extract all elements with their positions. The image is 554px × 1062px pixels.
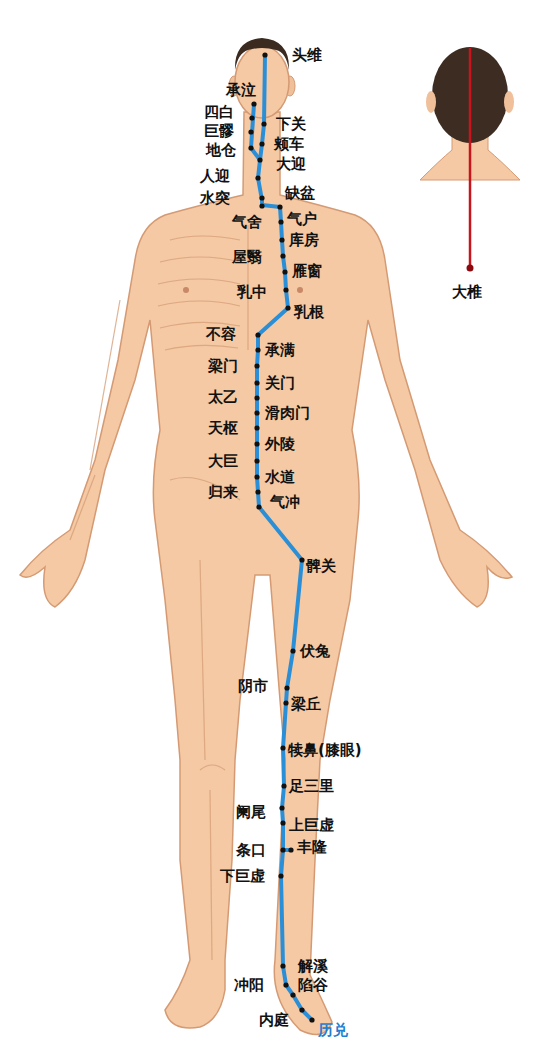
point-label: 梁门 [208, 356, 238, 376]
point-label: 内庭 [259, 1010, 289, 1030]
point-label: 缺盆 [285, 183, 315, 203]
point-label: 承泣 [226, 80, 256, 100]
point-label: 人迎 [200, 166, 230, 186]
point-label: 库房 [289, 230, 319, 250]
point-label: 头维 [292, 45, 322, 65]
point-label: 上巨虚 [289, 815, 334, 835]
point-label: 气舍 [232, 212, 262, 232]
point-label: 归来 [208, 482, 238, 502]
point-label: 大椎 [452, 282, 482, 302]
point-label: 颊车 [274, 134, 304, 154]
point-label: 地仓 [206, 140, 236, 160]
point-label: 乳中 [237, 282, 267, 302]
point-label: 太乙 [208, 387, 238, 407]
point-label: 屋翳 [232, 247, 262, 267]
point-label: 雁窗 [292, 261, 322, 281]
point-label: 髀关 [306, 556, 336, 576]
point-label: 丰隆 [297, 837, 327, 857]
point-label: 大迎 [276, 154, 306, 174]
point-label: 滑肉门 [265, 403, 310, 423]
point-label: 气冲 [270, 492, 300, 512]
point-label: 巨髎 [204, 121, 234, 141]
point-label: 气户 [287, 209, 317, 229]
point-label: 承满 [265, 340, 295, 360]
point-label: 犊鼻(膝眼) [288, 740, 362, 760]
point-label: 下关 [276, 114, 306, 134]
point-label: 外陵 [265, 434, 295, 454]
point-label: 关门 [265, 373, 295, 393]
point-label: 伏兔 [300, 641, 330, 661]
point-label: 冲阳 [234, 975, 264, 995]
point-label: 阑尾 [236, 802, 266, 822]
point-label: 陷谷 [298, 975, 328, 995]
point-label: 足三里 [289, 776, 334, 796]
point-label: 解溪 [298, 956, 328, 976]
point-label: 历兑 [318, 1020, 348, 1040]
point-label: 条口 [236, 840, 266, 860]
point-label: 下巨虚 [220, 866, 265, 886]
point-label: 水突 [200, 188, 230, 208]
point-label: 四白 [204, 102, 234, 122]
point-label: 不容 [206, 324, 236, 344]
point-label: 乳根 [294, 302, 324, 322]
point-label: 梁丘 [291, 694, 321, 714]
point-label: 天枢 [208, 418, 238, 438]
point-label: 阴市 [238, 676, 268, 696]
point-label: 大巨 [208, 451, 238, 471]
point-label: 水道 [265, 467, 295, 487]
